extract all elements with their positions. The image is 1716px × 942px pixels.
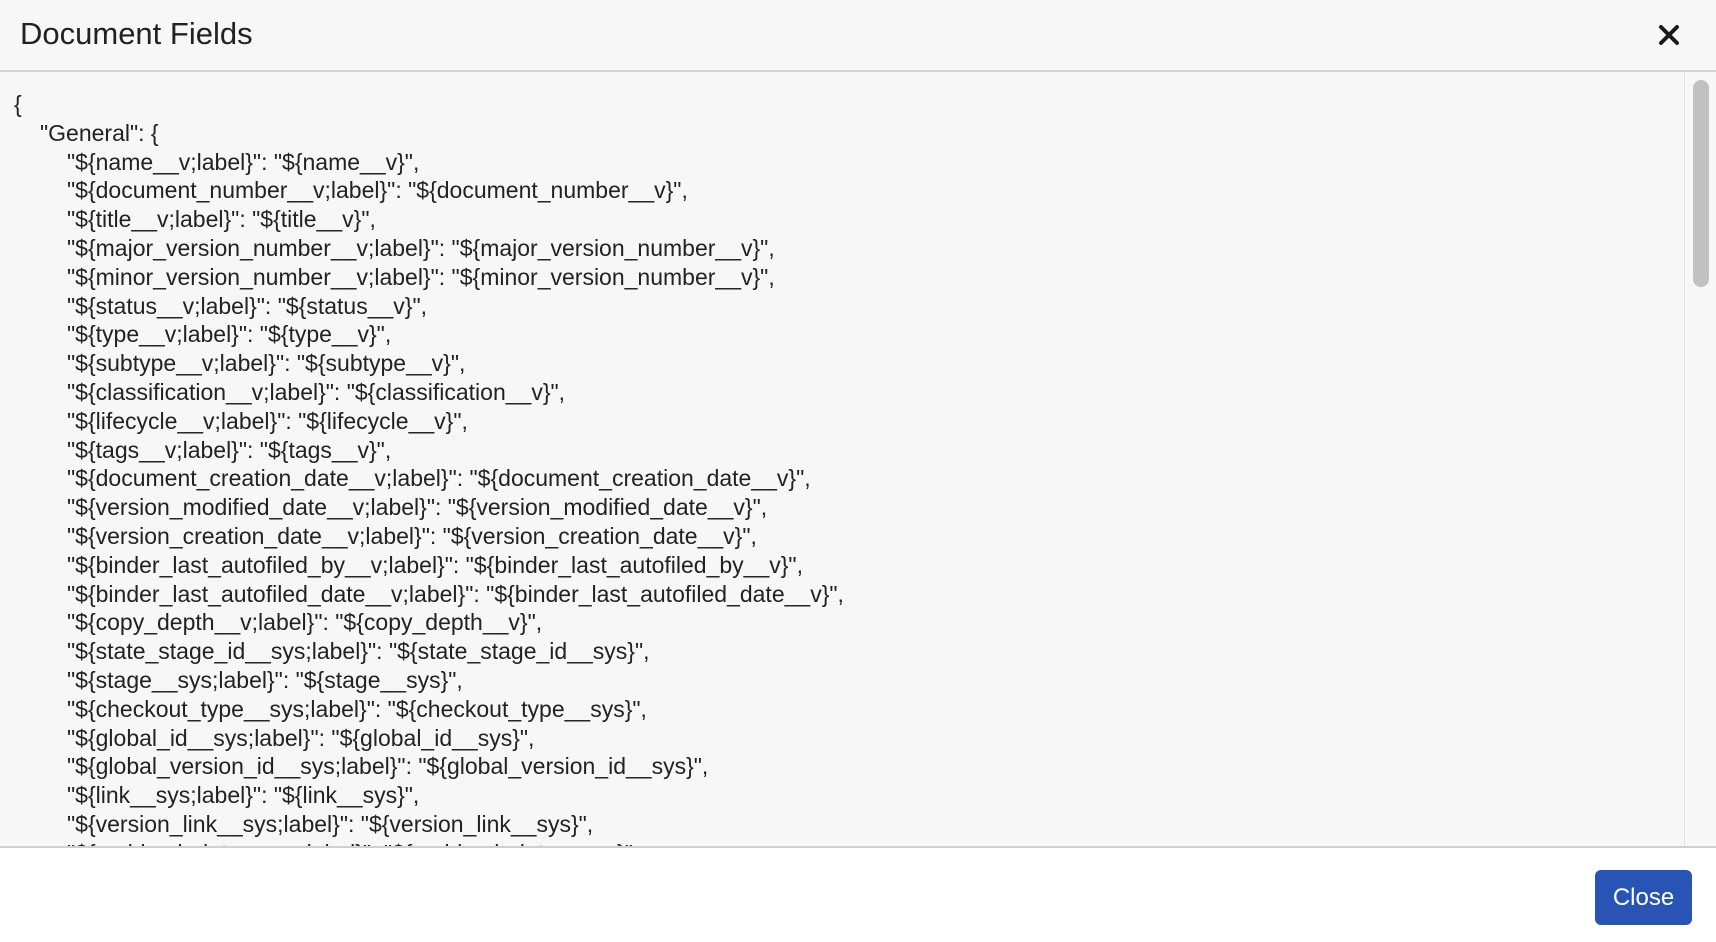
code-line: "${binder_last_autofiled_by__v;label}": … bbox=[67, 551, 803, 578]
code-line: "${major_version_number__v;label}": "${m… bbox=[67, 234, 775, 261]
code-line: "${lifecycle__v;label}": "${lifecycle__v… bbox=[67, 407, 468, 434]
code-line: "${name__v;label}": "${name__v}", bbox=[67, 148, 420, 175]
code-line: "${stage__sys;label}": "${stage__sys}", bbox=[67, 666, 463, 693]
code-line: "${link__sys;label}": "${link__sys}", bbox=[67, 782, 420, 809]
code-line: "${version_creation_date__v;label}": "${… bbox=[67, 522, 757, 549]
code-line: "${document_creation_date__v;label}": "$… bbox=[67, 465, 811, 492]
code-line: { bbox=[14, 91, 22, 117]
code-line: "${global_id__sys;label}": "${global_id_… bbox=[67, 724, 535, 751]
scrollbar-thumb[interactable] bbox=[1693, 80, 1709, 287]
code-line: "${tags__v;label}": "${tags__v}", bbox=[67, 436, 392, 463]
code-line: "${state_stage_id__sys;label}": "${state… bbox=[67, 638, 650, 665]
document-fields-content[interactable]: { "General": {"${name__v;label}": "${name… bbox=[0, 72, 1716, 848]
code-line: "${minor_version_number__v;label}": "${m… bbox=[67, 263, 775, 290]
dialog-footer: Close bbox=[0, 848, 1716, 942]
code-line: "${binder_last_autofiled_date__v;label}"… bbox=[67, 580, 844, 607]
code-line: "${archived_date__sys;label}": "${archiv… bbox=[0, 839, 844, 846]
code-line: "${copy_depth__v;label}": "${copy_depth_… bbox=[67, 609, 543, 636]
code-line: "${global_version_id__sys;label}": "${gl… bbox=[67, 753, 709, 780]
dialog-header: Document Fields bbox=[0, 0, 1716, 72]
code-line: "${title__v;label}": "${title__v}", bbox=[67, 206, 376, 233]
code-line: "${version_link__sys;label}": "${version… bbox=[67, 810, 594, 837]
dialog-title: Document Fields bbox=[20, 16, 253, 51]
code-line: "General": { bbox=[40, 119, 159, 146]
code-line: "${document_number__v;label}": "${docume… bbox=[67, 177, 688, 204]
code-line: "${status__v;label}": "${status__v}", bbox=[67, 292, 428, 319]
code-line: "${checkout_type__sys;label}": "${checko… bbox=[67, 695, 647, 722]
code-line: "${version_modified_date__v;label}": "${… bbox=[67, 494, 768, 521]
close-x-icon[interactable] bbox=[1652, 18, 1686, 52]
code-line: "${classification__v;label}": "${classif… bbox=[67, 378, 566, 405]
json-code-block: { "General": {"${name__v;label}": "${name… bbox=[0, 90, 844, 846]
close-button[interactable]: Close bbox=[1595, 870, 1692, 925]
code-line: "${subtype__v;label}": "${subtype__v}", bbox=[67, 350, 466, 377]
code-line: "${type__v;label}": "${type__v}", bbox=[67, 321, 392, 348]
vertical-scrollbar[interactable] bbox=[1684, 72, 1715, 846]
